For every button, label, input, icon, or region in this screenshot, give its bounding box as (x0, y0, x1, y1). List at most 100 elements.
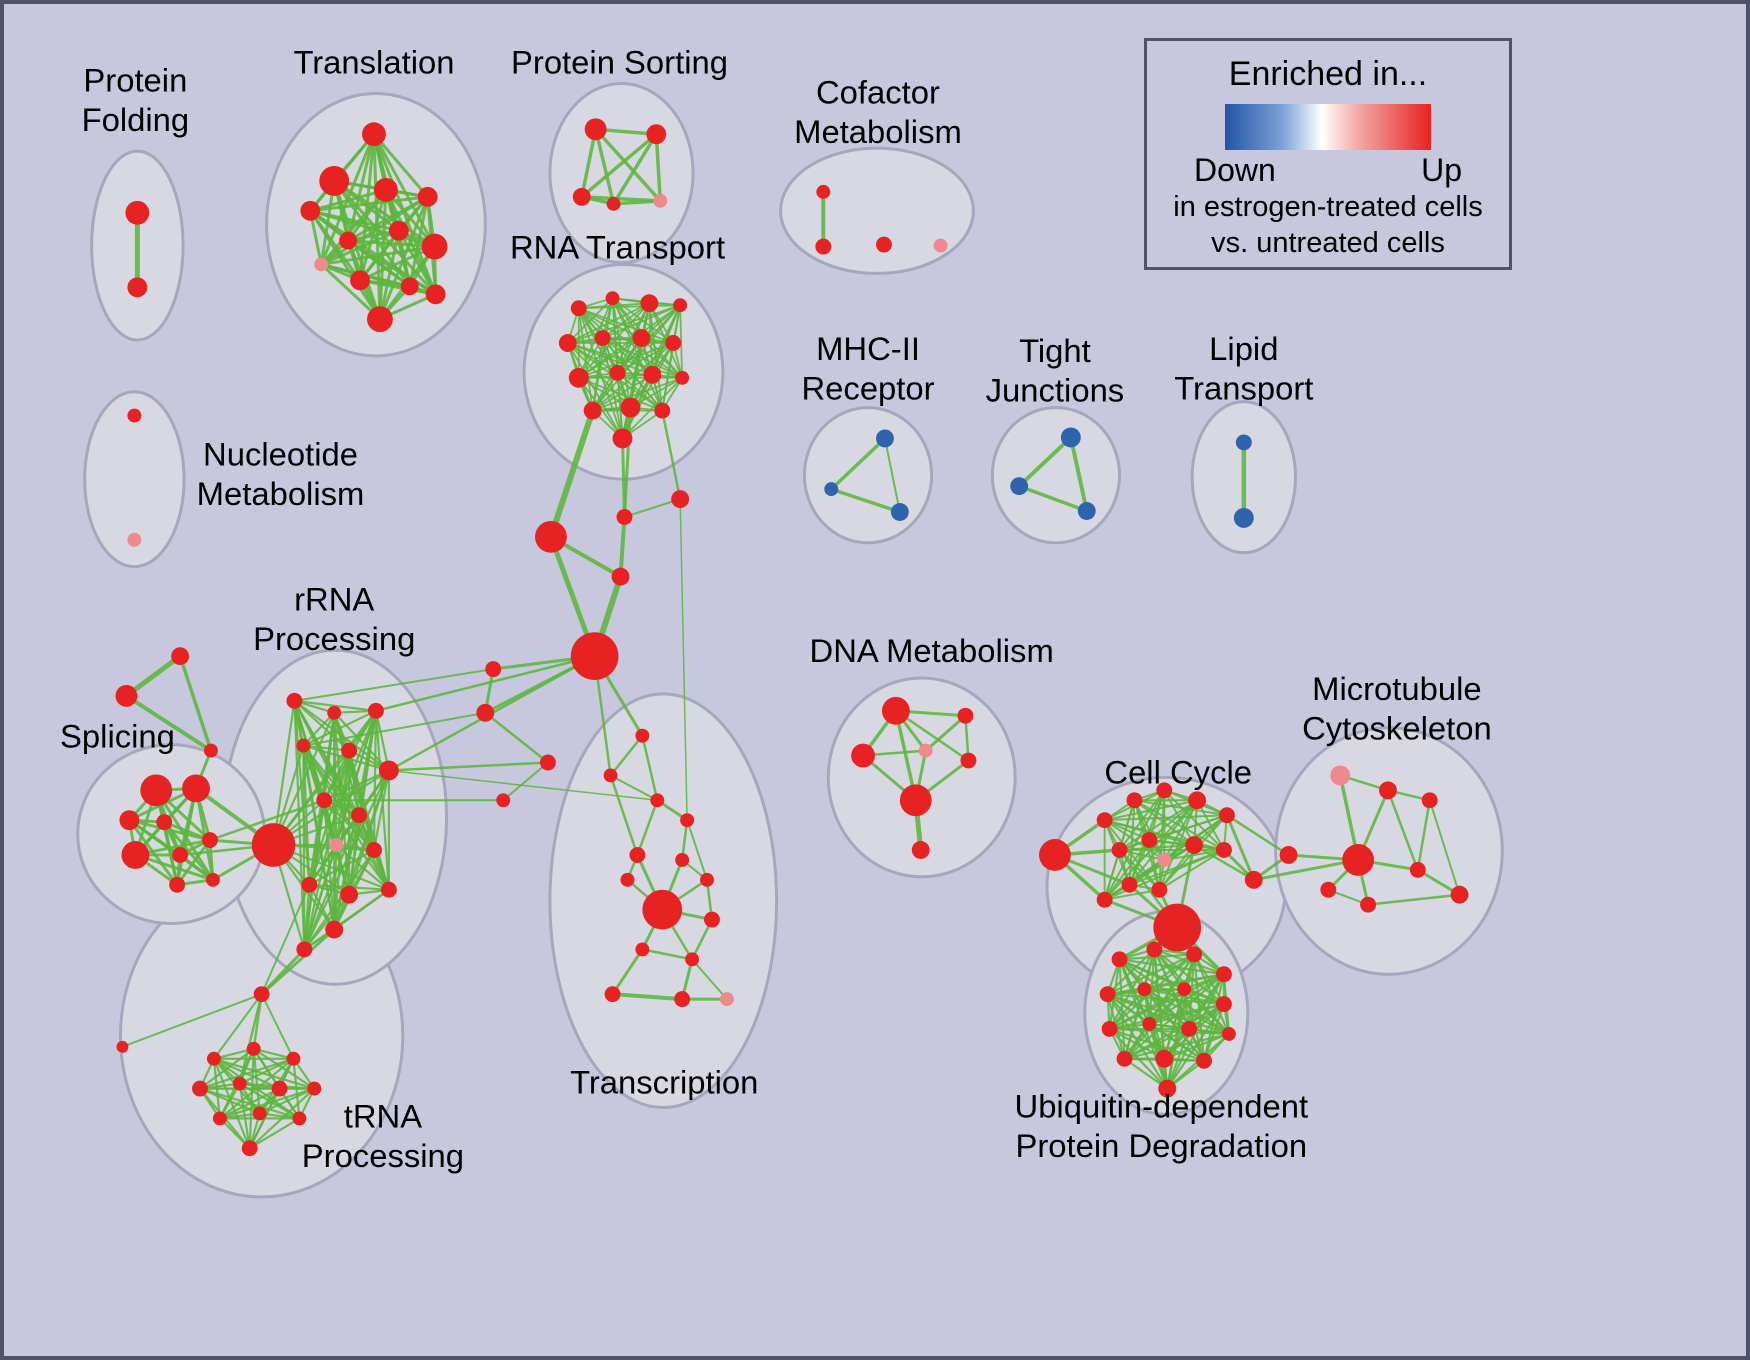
network-edge (1148, 1002, 1226, 1026)
network-node (816, 184, 831, 199)
network-node (1330, 765, 1351, 786)
network-edge (577, 307, 624, 440)
network-edge (1192, 843, 1256, 882)
network-node (339, 231, 358, 250)
cluster-label-protein-sorting: Protein Sorting (511, 44, 728, 81)
network-edge (212, 1057, 316, 1090)
network-node (1186, 946, 1203, 963)
network-edge (212, 993, 263, 1060)
network-node (1215, 966, 1232, 983)
network-edge (1416, 799, 1431, 872)
network-node (367, 306, 393, 333)
network-edge (591, 342, 675, 412)
network-node (476, 703, 495, 722)
network-node (292, 1111, 307, 1126)
network-edge (123, 653, 183, 699)
network-edge (178, 654, 213, 753)
network-edge (302, 711, 487, 747)
network-node (650, 793, 665, 808)
network-edge (238, 1057, 295, 1085)
network-edge (124, 693, 213, 753)
network-edge (1106, 953, 1196, 996)
network-node (388, 220, 409, 241)
network-node (704, 911, 720, 928)
network-edge (218, 1087, 281, 1120)
network-edge (1163, 789, 1225, 851)
network-edge (293, 699, 311, 886)
network-edge (252, 1047, 316, 1090)
network-edge (609, 734, 644, 777)
network-node (271, 1080, 288, 1097)
network-edge (616, 371, 624, 440)
network-node (1244, 870, 1263, 889)
network-node (535, 520, 567, 553)
network-node (629, 847, 646, 863)
network-node (340, 885, 359, 904)
network-edge (641, 948, 694, 961)
network-node (620, 872, 635, 887)
network-node (485, 661, 502, 678)
network-edge (1366, 893, 1461, 906)
network-node (616, 509, 633, 525)
network-edge (1128, 839, 1151, 886)
network-edge (293, 699, 378, 712)
network-edge (611, 947, 644, 996)
cluster-label-transcription: Transcription (570, 1064, 758, 1101)
cluster-ellipse-cofactor-metabolism (779, 146, 975, 275)
network-node (301, 876, 318, 893)
cluster-label-translation: Translation (293, 44, 454, 81)
network-edge (121, 993, 263, 1048)
network-edge (319, 229, 401, 266)
network-edge (1166, 988, 1186, 1090)
legend-subtitle-line2: vs. untreated cells (1211, 227, 1445, 259)
network-node (572, 187, 591, 206)
network-edge (591, 302, 651, 412)
network-node (1077, 502, 1096, 520)
network-edge (272, 699, 296, 847)
network-node (611, 567, 630, 586)
network-node (665, 335, 682, 351)
network-node (1039, 839, 1071, 871)
network-edge (1103, 849, 1225, 901)
network-node (890, 503, 909, 521)
network-edge (593, 127, 663, 203)
network-node (1101, 1020, 1118, 1037)
network-node (1157, 852, 1172, 867)
legend-box: Enriched in... Down Up in estrogen-treat… (1144, 38, 1512, 270)
network-node (1177, 982, 1192, 997)
network-edge (1103, 839, 1151, 901)
network-edge (894, 709, 970, 762)
network-node (584, 118, 607, 141)
network-edge (1143, 973, 1226, 991)
network-edge (308, 848, 376, 886)
network-node (960, 752, 977, 769)
network-edge (302, 709, 378, 747)
network-node (212, 1111, 227, 1126)
network-node (1342, 844, 1375, 876)
network-edge (1123, 1027, 1191, 1060)
network-edge (1103, 849, 1121, 901)
network-node (1111, 842, 1128, 858)
network-edge (484, 711, 550, 764)
network-node (296, 738, 311, 753)
network-edge (293, 668, 495, 702)
network-edge (248, 1117, 301, 1150)
network-edge (387, 761, 550, 772)
network-edge (577, 307, 632, 409)
cluster-label-cell-cycle: Cell Cycle (1104, 753, 1252, 790)
network-edge (593, 127, 616, 206)
network-node (1235, 434, 1252, 451)
network-edge (883, 437, 901, 513)
cluster-ellipse-nucleotide-metabolism (83, 390, 186, 569)
network-node (201, 832, 218, 849)
network-node (417, 186, 438, 207)
legend-up-label: Up (1421, 152, 1462, 188)
network-node (1221, 1026, 1236, 1041)
network-edge (372, 769, 390, 852)
network-node (568, 367, 589, 388)
network-node (881, 696, 910, 725)
network-node (1153, 903, 1202, 952)
network-edge (618, 514, 627, 579)
